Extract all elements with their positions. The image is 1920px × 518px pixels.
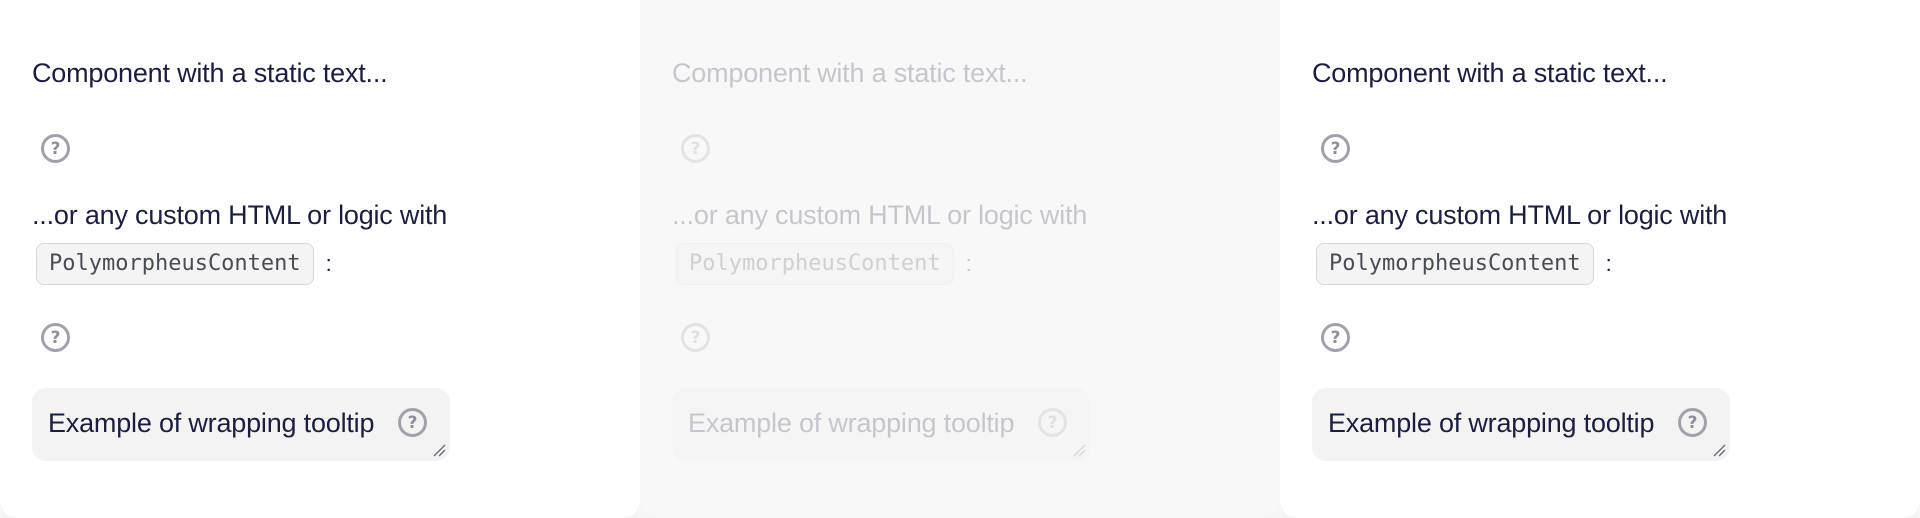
static-text-label: Component with a static text... bbox=[1312, 58, 1668, 88]
help-circle-icon[interactable]: ? bbox=[1321, 134, 1350, 163]
custom-text-label: ...or any custom HTML or logic with bbox=[1312, 200, 1728, 230]
wrapping-tooltip-label: Example of wrapping tooltip bbox=[48, 408, 375, 438]
help-circle-icon[interactable]: ? bbox=[398, 408, 427, 437]
wrapping-tooltip-label: Example of wrapping tooltip bbox=[1328, 408, 1655, 438]
colon-text: : bbox=[965, 251, 972, 276]
wrapping-tooltip-box[interactable]: Example of wrapping tooltip ? bbox=[32, 388, 450, 461]
wrapping-tooltip-box[interactable]: Example of wrapping tooltip ? bbox=[1312, 388, 1730, 461]
custom-text-label: ...or any custom HTML or logic with bbox=[672, 200, 1088, 230]
help-circle-icon[interactable]: ? bbox=[1321, 323, 1350, 352]
custom-text-label: ...or any custom HTML or logic with bbox=[32, 200, 448, 230]
code-chip: PolymorpheusContent bbox=[36, 243, 314, 285]
colon-text: : bbox=[325, 251, 332, 276]
help-circle-icon[interactable]: ? bbox=[41, 134, 70, 163]
code-row: PolymorpheusContent : bbox=[1316, 243, 1612, 285]
colon-text: : bbox=[1605, 251, 1612, 276]
example-card-1: Component with a static text... ? ...or … bbox=[0, 0, 640, 518]
example-card-3: Component with a static text... ? ...or … bbox=[1280, 0, 1920, 518]
resize-handle-icon[interactable] bbox=[1712, 443, 1726, 457]
static-text-label: Component with a static text... bbox=[672, 58, 1028, 88]
help-circle-icon[interactable]: ? bbox=[1678, 408, 1707, 437]
code-row: PolymorpheusContent : bbox=[676, 243, 972, 285]
resize-handle-icon[interactable] bbox=[432, 443, 446, 457]
help-circle-icon: ? bbox=[681, 323, 710, 352]
wrapping-tooltip-box: Example of wrapping tooltip ? bbox=[672, 388, 1090, 461]
static-text-label: Component with a static text... bbox=[32, 58, 388, 88]
resize-handle-icon bbox=[1073, 444, 1086, 457]
help-circle-icon[interactable]: ? bbox=[41, 323, 70, 352]
help-circle-icon: ? bbox=[681, 134, 710, 163]
wrapping-tooltip-label: Example of wrapping tooltip bbox=[688, 408, 1015, 438]
help-circle-icon: ? bbox=[1038, 408, 1067, 437]
code-chip: PolymorpheusContent bbox=[1316, 243, 1594, 285]
code-chip: PolymorpheusContent bbox=[676, 243, 954, 285]
code-row: PolymorpheusContent : bbox=[36, 243, 332, 285]
example-card-2: Component with a static text... ? ...or … bbox=[640, 0, 1280, 518]
